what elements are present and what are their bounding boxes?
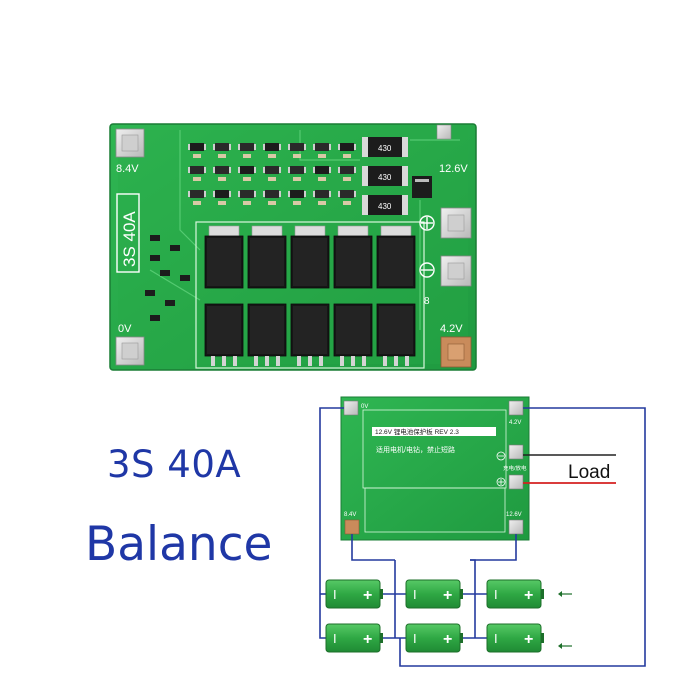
cell-plus-label: + xyxy=(524,587,533,604)
diagram-pad-0v: 0V xyxy=(361,404,368,410)
smd-part xyxy=(313,166,331,181)
smd-part xyxy=(263,190,281,205)
smd-part xyxy=(188,143,206,158)
cell-plus-label: + xyxy=(443,587,452,604)
smd-part xyxy=(313,143,331,158)
smd-part xyxy=(213,143,231,158)
cell-minus-label: I xyxy=(413,587,417,602)
smd-part xyxy=(338,190,356,205)
smd-part xyxy=(263,166,281,181)
board-label-8-4v: 8.4V xyxy=(116,163,139,175)
smd-part xyxy=(238,143,256,158)
board-pad-plus xyxy=(440,207,472,239)
cell-plus-label: + xyxy=(443,631,452,648)
board-pad-0v xyxy=(115,336,145,366)
board-label-model: 3S 40A xyxy=(120,211,139,267)
cell-minus-label: I xyxy=(333,587,337,602)
smd-part xyxy=(188,190,206,205)
arrow-left-icon xyxy=(558,591,572,597)
smd-part xyxy=(288,190,306,205)
smd-part xyxy=(150,235,160,241)
board-pad-b-minus xyxy=(115,128,145,158)
smd-part xyxy=(238,166,256,181)
diagram-board-title: 12.6V 锂电池保护板 REV 2.3 xyxy=(375,427,459,436)
smd-part xyxy=(160,270,170,276)
diagram-plus-icon xyxy=(496,477,506,487)
smd-part xyxy=(213,190,231,205)
smd-part xyxy=(180,275,190,281)
smd-part xyxy=(150,255,160,261)
smd-part xyxy=(288,166,306,181)
smd-part xyxy=(338,166,356,181)
smd-part xyxy=(313,190,331,205)
arrow-left-icon xyxy=(558,643,572,649)
diagram-pad-12-6v: 12.6V xyxy=(506,512,522,518)
mosfet xyxy=(247,225,287,289)
mosfet xyxy=(247,303,287,366)
smd-part xyxy=(263,143,281,158)
board-pad-12-6v xyxy=(436,124,452,140)
load-label: Load xyxy=(568,462,610,483)
smd-part xyxy=(145,290,155,296)
mosfet-array xyxy=(204,225,416,366)
bms-board-photo: 8.4V 12.6V 0V 4.2V 3S 40A 8 430 xyxy=(109,123,477,371)
battery-cell: I+ xyxy=(325,623,383,653)
mosfet xyxy=(333,225,373,289)
diagram-board-charge-label: 充电/放电 xyxy=(503,464,527,472)
diagram-pad-8-4v: 8.4V xyxy=(344,512,356,518)
board-pad-minus xyxy=(440,255,472,287)
wiring-diagram: 12.6V 锂电池保护板 REV 2.3 适用电机/电钻，禁止短路 充电/放电 … xyxy=(319,396,646,667)
smd-part xyxy=(238,190,256,205)
headline-feature: Balance xyxy=(85,517,273,572)
battery-cell: I+ xyxy=(486,623,544,653)
cell-plus-label: + xyxy=(524,631,533,648)
smd-part xyxy=(150,315,160,321)
cell-minus-label: I xyxy=(494,587,498,602)
smd-part xyxy=(338,143,356,158)
svg-text:430: 430 xyxy=(378,202,392,211)
smd-part xyxy=(170,245,180,251)
balance-wires xyxy=(319,407,646,667)
mosfet xyxy=(204,225,244,289)
smd-components xyxy=(145,143,356,321)
minus-circle-icon xyxy=(419,262,435,278)
smd-part xyxy=(213,166,231,181)
plus-circle-icon xyxy=(419,215,435,231)
board-pad-4-2v xyxy=(440,336,472,368)
mosfet xyxy=(290,303,330,366)
diagram-minus-icon xyxy=(496,451,506,461)
mosfet xyxy=(290,225,330,289)
mosfet xyxy=(376,303,416,366)
svg-text:430: 430 xyxy=(378,173,392,182)
headline-model: 3S 40A xyxy=(107,443,242,486)
battery-cells: I+I+I+I+I+I+ xyxy=(325,579,544,653)
board-label-0v: 0V xyxy=(118,323,132,335)
cell-minus-label: I xyxy=(413,631,417,646)
smd-part xyxy=(188,166,206,181)
battery-cell: I+ xyxy=(486,579,544,609)
battery-cell: I+ xyxy=(405,623,463,653)
cell-minus-label: I xyxy=(494,631,498,646)
shunt-resistors: 430 430 430 xyxy=(362,137,408,215)
smd-part xyxy=(288,143,306,158)
diagram-pad-4-2v: 4.2V xyxy=(509,420,521,426)
battery-cell: I+ xyxy=(325,579,383,609)
board-label-12-6v: 12.6V xyxy=(439,163,468,175)
cell-minus-label: I xyxy=(333,631,337,646)
board-label-mark: 8 xyxy=(424,296,430,307)
cell-plus-label: + xyxy=(363,587,372,604)
smd-part xyxy=(165,300,175,306)
mosfet xyxy=(376,225,416,289)
mosfet xyxy=(333,303,373,366)
mosfet xyxy=(204,303,244,366)
cell-plus-label: + xyxy=(363,631,372,648)
diagram-board-note: 适用电机/电钻，禁止短路 xyxy=(376,445,455,454)
battery-cell: I+ xyxy=(405,579,463,609)
board-label-4-2v: 4.2V xyxy=(440,323,463,335)
svg-text:430: 430 xyxy=(378,144,392,153)
